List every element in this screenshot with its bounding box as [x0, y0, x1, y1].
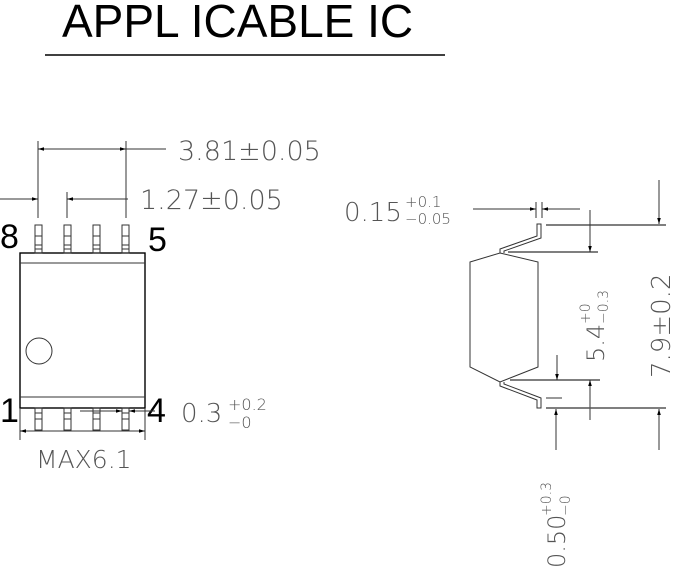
bottom-lead	[499, 382, 542, 409]
svg-text:0.15: 0.15	[344, 198, 402, 228]
pin1-indicator	[25, 337, 53, 365]
dim-body-width: 5.4 +0 −0.3	[510, 210, 612, 420]
svg-text:+0: +0	[578, 303, 594, 324]
ic-body	[19, 252, 146, 409]
pin-label-5: 5	[148, 221, 167, 259]
top-pins	[34, 224, 130, 254]
svg-text:0.3: 0.3	[181, 399, 222, 429]
pin-label-4: 4	[147, 392, 166, 430]
svg-text:+0.1: +0.1	[405, 193, 441, 211]
top-view: 8 5 1 4 3.81±0.05 1.27±0.05 0.3 +0.2 −	[0, 136, 321, 474]
svg-text:0.50: 0.50	[543, 515, 571, 568]
dim-max-width: MAX6.1	[19, 408, 146, 474]
page-title: APPL ICABLE IC	[62, 0, 413, 47]
svg-text:7.9±0.2: 7.9±0.2	[647, 274, 676, 378]
svg-text:−0: −0	[558, 495, 574, 516]
dim-lead-length: 0.50 +0.3 −0	[539, 397, 574, 568]
svg-text:5.4: 5.4	[582, 324, 610, 362]
svg-text:+0.2: +0.2	[228, 395, 267, 414]
top-lead	[499, 223, 542, 253]
svg-text:MAX6.1: MAX6.1	[36, 445, 132, 474]
svg-text:−0.05: −0.05	[405, 210, 451, 228]
dim-overall-width: 7.9±0.2	[546, 180, 676, 450]
svg-text:+0.3: +0.3	[539, 482, 555, 516]
dim-pin-pitch: 1.27±0.05	[0, 185, 283, 218]
pin-label-8: 8	[0, 218, 19, 256]
pin-label-1: 1	[0, 392, 19, 430]
side-view: 0.15 +0.1 −0.05 5.4 +0 −0.3 7.9±0.2	[344, 180, 676, 568]
svg-text:3.81±0.05: 3.81±0.05	[178, 136, 321, 167]
dim-pin-width: 0.3 +0.2 −0	[80, 395, 267, 432]
dim-pin-span: 3.81±0.05	[37, 136, 321, 218]
svg-text:−0.3: −0.3	[596, 290, 612, 324]
dim-lead-thickness: 0.15 +0.1 −0.05	[344, 193, 580, 228]
side-body	[469, 252, 539, 383]
svg-text:1.27±0.05: 1.27±0.05	[140, 185, 283, 216]
svg-text:−0: −0	[228, 413, 252, 432]
